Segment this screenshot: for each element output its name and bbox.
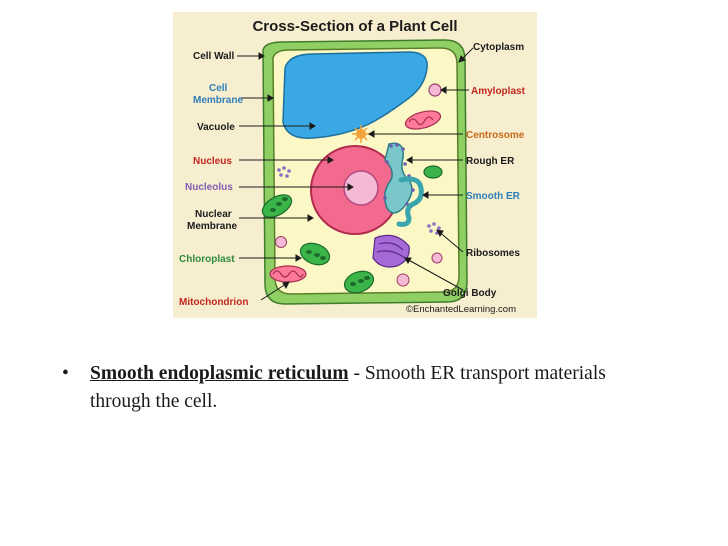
label-cell-membrane-line2: Membrane	[193, 95, 243, 106]
label-cell-membrane-line1: Cell	[209, 83, 228, 94]
nucleolus	[343, 170, 379, 206]
caption-text: Smooth endoplasmic reticulum - Smooth ER…	[90, 360, 662, 416]
mitochondrion	[404, 110, 442, 130]
caption-term: Smooth endoplasmic reticulum	[90, 363, 349, 384]
rough-er-ribosomes	[383, 143, 415, 206]
label-nucleolus: Nucleolus	[185, 182, 233, 193]
label-vacuole: Vacuole	[197, 122, 235, 133]
vesicle	[431, 252, 443, 264]
bullet-caption: • Smooth endoplasmic reticulum - Smooth …	[62, 360, 662, 416]
credit-text: ©EnchantedLearning.com	[406, 304, 516, 315]
amyloplast	[428, 83, 442, 97]
label-rough-er: Rough ER	[466, 156, 515, 167]
label-amyloplast: Amyloplast	[471, 86, 526, 97]
bullet-symbol: •	[62, 363, 69, 384]
plant-cell-svg: Cross-Section of a Plant Cell	[179, 18, 526, 315]
chloroplast	[343, 270, 375, 294]
label-smooth-er: Smooth ER	[466, 191, 521, 202]
pointer-lines-right	[368, 47, 474, 291]
plant-cell-diagram: Cross-Section of a Plant Cell	[173, 12, 537, 318]
label-nucleus: Nucleus	[193, 156, 232, 167]
label-cytoplasm: Cytoplasm	[473, 42, 524, 53]
label-ribosomes: Ribosomes	[466, 248, 520, 259]
vesicle	[396, 273, 410, 287]
label-golgi-body: Golgi Body	[443, 288, 497, 299]
label-cell-wall: Cell Wall	[193, 51, 235, 62]
pointer-lines-left	[237, 52, 354, 301]
smooth-er	[396, 176, 424, 227]
chloroplast	[261, 194, 293, 218]
diagram-title: Cross-Section of a Plant Cell	[252, 18, 457, 35]
label-mitochondrion: Mitochondrion	[179, 297, 248, 308]
centrosome	[352, 125, 370, 143]
label-centrosome: Centrosome	[466, 130, 525, 141]
labels-left: Cell Wall Cell Membrane Vacuole Nucleus …	[179, 51, 248, 308]
rough-er	[384, 142, 413, 214]
chloroplast	[299, 242, 331, 266]
vesicle	[275, 236, 287, 248]
caption-description: - Smooth ER transport materials through …	[90, 363, 606, 412]
label-nuclear-membrane-line1: Nuclear	[195, 209, 232, 220]
chloroplast	[423, 165, 443, 179]
mitochondrion	[269, 265, 307, 283]
label-nuclear-membrane-line2: Membrane	[187, 221, 237, 232]
label-chloroplast: Chloroplast	[179, 254, 235, 265]
vacuole	[282, 51, 428, 139]
labels-right: Cytoplasm Amyloplast Centrosome Rough ER…	[443, 42, 526, 299]
